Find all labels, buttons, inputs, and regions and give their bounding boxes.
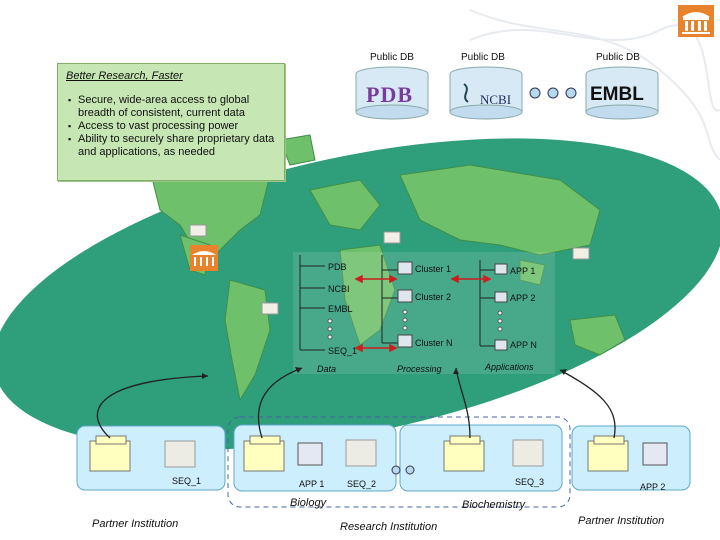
public-db-label-3: Public DB [596, 52, 640, 63]
callout-title: Better Research, Faster [66, 70, 183, 82]
callout-bullet: Secure, wide-area access to global bread… [68, 94, 280, 120]
biochemistry-seq3-label: SEQ_3 [515, 477, 545, 487]
biochemistry-label: Biochemistry [462, 499, 525, 511]
partner-right-app-label: APP 2 [640, 482, 666, 492]
ncbi-logo: NCBI [480, 92, 512, 107]
app-2-label: APP 2 [510, 293, 536, 303]
cluster-1-label: Cluster 1 [415, 264, 452, 274]
biology-label: Biology [290, 497, 327, 509]
research-institution-outline [227, 416, 571, 508]
embl-logo: EMBL [590, 84, 644, 105]
research-institution-label: Research Institution [340, 521, 438, 533]
biology-app-label: APP 1 [299, 479, 325, 489]
partner-institution-right: Partner Institution [578, 515, 665, 527]
app-icon [642, 442, 668, 466]
benefits-callout: Better Research, Faster Secure, wide-are… [57, 63, 285, 181]
university-logo [678, 5, 714, 37]
biology-seq2-label: SEQ_2 [347, 479, 377, 489]
partner-left-folder-label: SEQ_1 [172, 476, 202, 486]
data-item-embl: EMBL [328, 304, 353, 314]
grid-diagram [293, 252, 555, 374]
pdb-database-icon [355, 66, 429, 120]
cluster-2-label: Cluster 2 [415, 292, 452, 302]
folder-icon [164, 440, 196, 468]
callout-bullet: Access to vast processing power [68, 120, 280, 133]
ncbi-database-icon [449, 66, 523, 120]
partner-institution-left: Partner Institution [92, 518, 179, 530]
processing-caption: Processing [397, 364, 442, 374]
app-icon [297, 442, 323, 466]
world-ellipse [0, 134, 720, 450]
callout-bullet: Ability to securely share proprietary da… [68, 133, 280, 159]
public-db-label-1: Public DB [370, 52, 414, 63]
embl-database-icon [585, 66, 659, 120]
folder-icon [345, 439, 377, 467]
applications-caption: Applications [485, 362, 534, 372]
data-item-ncbi: NCBI [328, 284, 350, 294]
app-n-label: APP N [510, 340, 537, 350]
pdb-logo: PDB [366, 82, 413, 107]
app-1-label: APP 1 [510, 266, 536, 276]
data-caption: Data [317, 364, 337, 374]
data-item-pdb: PDB [328, 262, 347, 272]
public-db-label-2: Public DB [461, 52, 505, 63]
data-item-seq1: SEQ_1 [328, 346, 358, 356]
folder-icon [512, 439, 544, 467]
callout-bullets: Secure, wide-area access to global bread… [60, 94, 280, 159]
cluster-n-label: Cluster N [415, 338, 453, 348]
more-databases-dots [529, 87, 577, 99]
